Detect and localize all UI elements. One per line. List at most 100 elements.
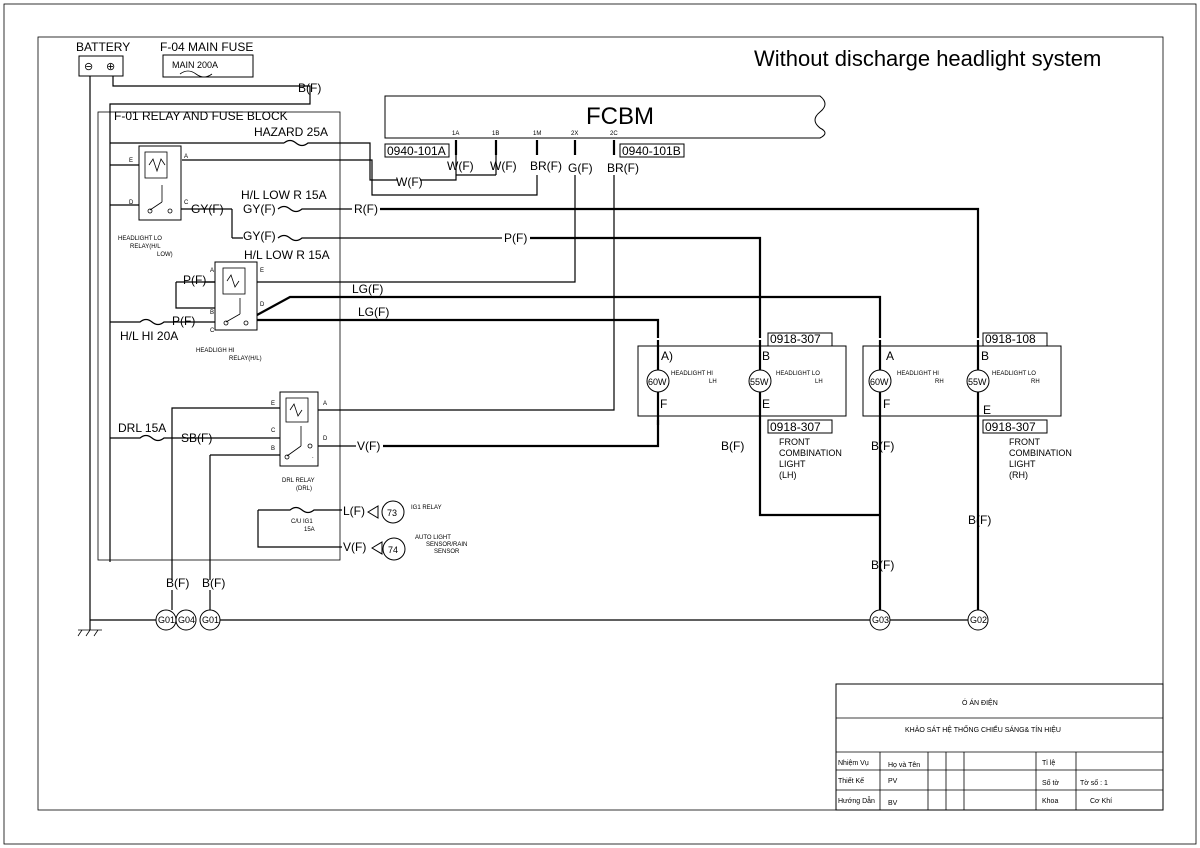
ground-g01-a-label: G01 xyxy=(158,615,175,625)
relay-block-outline xyxy=(97,111,341,561)
lh-hi-watt: 60W xyxy=(648,377,667,387)
front-light-lh xyxy=(637,345,847,417)
block-feed-wire xyxy=(109,96,311,562)
hi-relay-coil xyxy=(222,267,246,295)
rh-name-1: FRONT xyxy=(1009,437,1040,447)
fcbm-label: FCBM xyxy=(586,103,654,130)
fcbm-module xyxy=(384,95,826,139)
gf-hi-relay-wire xyxy=(205,175,576,283)
fuse-cu-ig1-rating: 15A xyxy=(304,527,315,533)
lh-internal-wires xyxy=(656,340,762,425)
auto-light-label-2: SENSOR/RAIN xyxy=(426,542,467,548)
tb-row3-role: Hướng Dẫn xyxy=(838,796,875,805)
hi-pin-b: B xyxy=(210,310,214,316)
tb-row1-role: Nhiệm Vụ xyxy=(838,760,869,767)
fcbm-pin-1b: 1B xyxy=(492,131,499,137)
lo-pin-a: A xyxy=(184,154,188,160)
brf-lo-relay-wire xyxy=(182,159,538,196)
battery-label: BATTERY xyxy=(76,40,130,54)
headlight-hi-relay xyxy=(214,261,258,331)
brf-drl-relay-wire xyxy=(318,175,615,411)
lh-hi-label-2: LH xyxy=(709,379,717,385)
wire-label-bf-rh-3: B(F) xyxy=(968,513,991,527)
drl-pin-c: C xyxy=(271,428,276,434)
lh-hi-bulb xyxy=(646,369,670,393)
lo-pin-d: D xyxy=(129,200,134,206)
lh-hi-label-1: HEADLIGHT HI xyxy=(671,371,713,377)
ground-g02 xyxy=(967,609,989,631)
ground-drop-wires xyxy=(171,590,211,610)
diagram-title: Without discharge headlight system xyxy=(754,46,1101,71)
cu-ig1-fuse-wire xyxy=(257,506,342,548)
wire-label-vf-1: V(F) xyxy=(357,439,380,453)
battery-symbol xyxy=(78,55,124,77)
hi-pin-d: D xyxy=(260,302,265,308)
drl-pin-d: D xyxy=(323,436,328,442)
lh-lo-bulb xyxy=(748,369,772,393)
fuse-hl-low-r2-label: H/L LOW R 15A xyxy=(244,248,330,262)
tb-row2-val: Tờ số : 1 xyxy=(1080,778,1108,787)
hi-relay-coil-zigzag xyxy=(226,274,240,288)
rh-hi-label-2: RH xyxy=(935,379,944,385)
lo-relay-out-wire xyxy=(181,208,233,238)
wire-label-lf: L(F) xyxy=(343,504,365,518)
fuse-cu-ig1-label: C/U IG1 xyxy=(291,519,313,525)
lo-pin-c: C xyxy=(184,200,189,206)
ig1-relay-label: IG1 RELAY xyxy=(411,505,442,511)
rh-pin-e: E xyxy=(983,403,991,417)
wire-label-wf-1: W(F) xyxy=(396,175,423,189)
front-light-rh xyxy=(862,345,1062,417)
headlight-lo-relay xyxy=(138,145,182,221)
wire-label-brf-2: BR(F) xyxy=(607,161,639,175)
drl-pin-a: A xyxy=(323,401,327,407)
wire-label-pf-1: P(F) xyxy=(504,231,527,245)
pf-to-lh-lo-wire xyxy=(530,236,762,338)
connector-0918-307-rh-label: 0918-307 xyxy=(985,420,1036,434)
main-fuse-rating: MAIN 200A xyxy=(172,60,218,70)
hl-hi-fuse-wire xyxy=(110,318,215,326)
ground-g02-label: G02 xyxy=(970,615,987,625)
wire-label-bf-lh: B(F) xyxy=(721,439,744,453)
wf-loop-wire xyxy=(420,155,497,181)
title-block-subject: KHẢO SÁT HỆ THỐNG CHIẾU SÁNG& TÍN HIỆU xyxy=(905,724,1061,734)
auto-light-number: 74 xyxy=(388,545,398,555)
hi-relay-label-2: RELAY(H/L) xyxy=(229,356,262,362)
lo-pin-e: E xyxy=(129,158,133,164)
drl-pin-dot: . xyxy=(312,454,314,460)
lh-lo-label-2: LH xyxy=(815,379,823,385)
ig1-number: 73 xyxy=(387,508,397,518)
wire-label-vf-2: V(F) xyxy=(343,540,366,554)
tb-row3-key: Khoa xyxy=(1042,798,1058,805)
tb-row2-key: Số tờ xyxy=(1042,778,1059,787)
tb-row2-name: PV xyxy=(888,778,898,785)
wire-label-bf-g2: B(F) xyxy=(202,576,225,590)
rh-name-3: LIGHT xyxy=(1009,459,1036,469)
fuse-hl-low-r-label: H/L LOW R 15A xyxy=(241,188,327,202)
tb-row1-key: Tỉ lệ xyxy=(1042,759,1055,767)
ig1-relay-connector xyxy=(381,500,405,524)
connector-0918-307-lh-bottom xyxy=(767,419,833,434)
wire-label-sbf: SB(F) xyxy=(181,431,212,445)
wire-label-gf: G(F) xyxy=(568,161,593,175)
fcbm-pin-1a: 1A xyxy=(452,131,459,137)
rh-name-4: (RH) xyxy=(1009,470,1028,480)
wire-label-bf-g1: B(F) xyxy=(166,576,189,590)
connector-0918-108 xyxy=(982,332,1048,347)
lo-relay-coil-zigzag xyxy=(148,158,166,173)
rh-pin-b: B xyxy=(981,349,989,363)
drl-pin-e: E xyxy=(271,401,275,407)
title-block xyxy=(835,683,1164,811)
connector-0940-101a-label: 0940-101A xyxy=(387,144,446,158)
hi-pin-a: A xyxy=(210,268,214,274)
rf-to-rh-lo-wire xyxy=(380,207,980,338)
ground-g01-b-label: G01 xyxy=(202,615,219,625)
battery-plus-wire xyxy=(112,76,311,96)
hi-pin-c: C xyxy=(210,328,215,334)
fcbm-pin-1m: 1M xyxy=(533,131,541,137)
auto-light-label-1: AUTO LIGHT xyxy=(415,535,451,541)
wire-label-lgf-2: LG(F) xyxy=(358,305,389,319)
wire-label-pf-3: P(F) xyxy=(172,314,195,328)
lh-name-3: LIGHT xyxy=(779,459,806,469)
rh-lo-bulb xyxy=(966,369,990,393)
